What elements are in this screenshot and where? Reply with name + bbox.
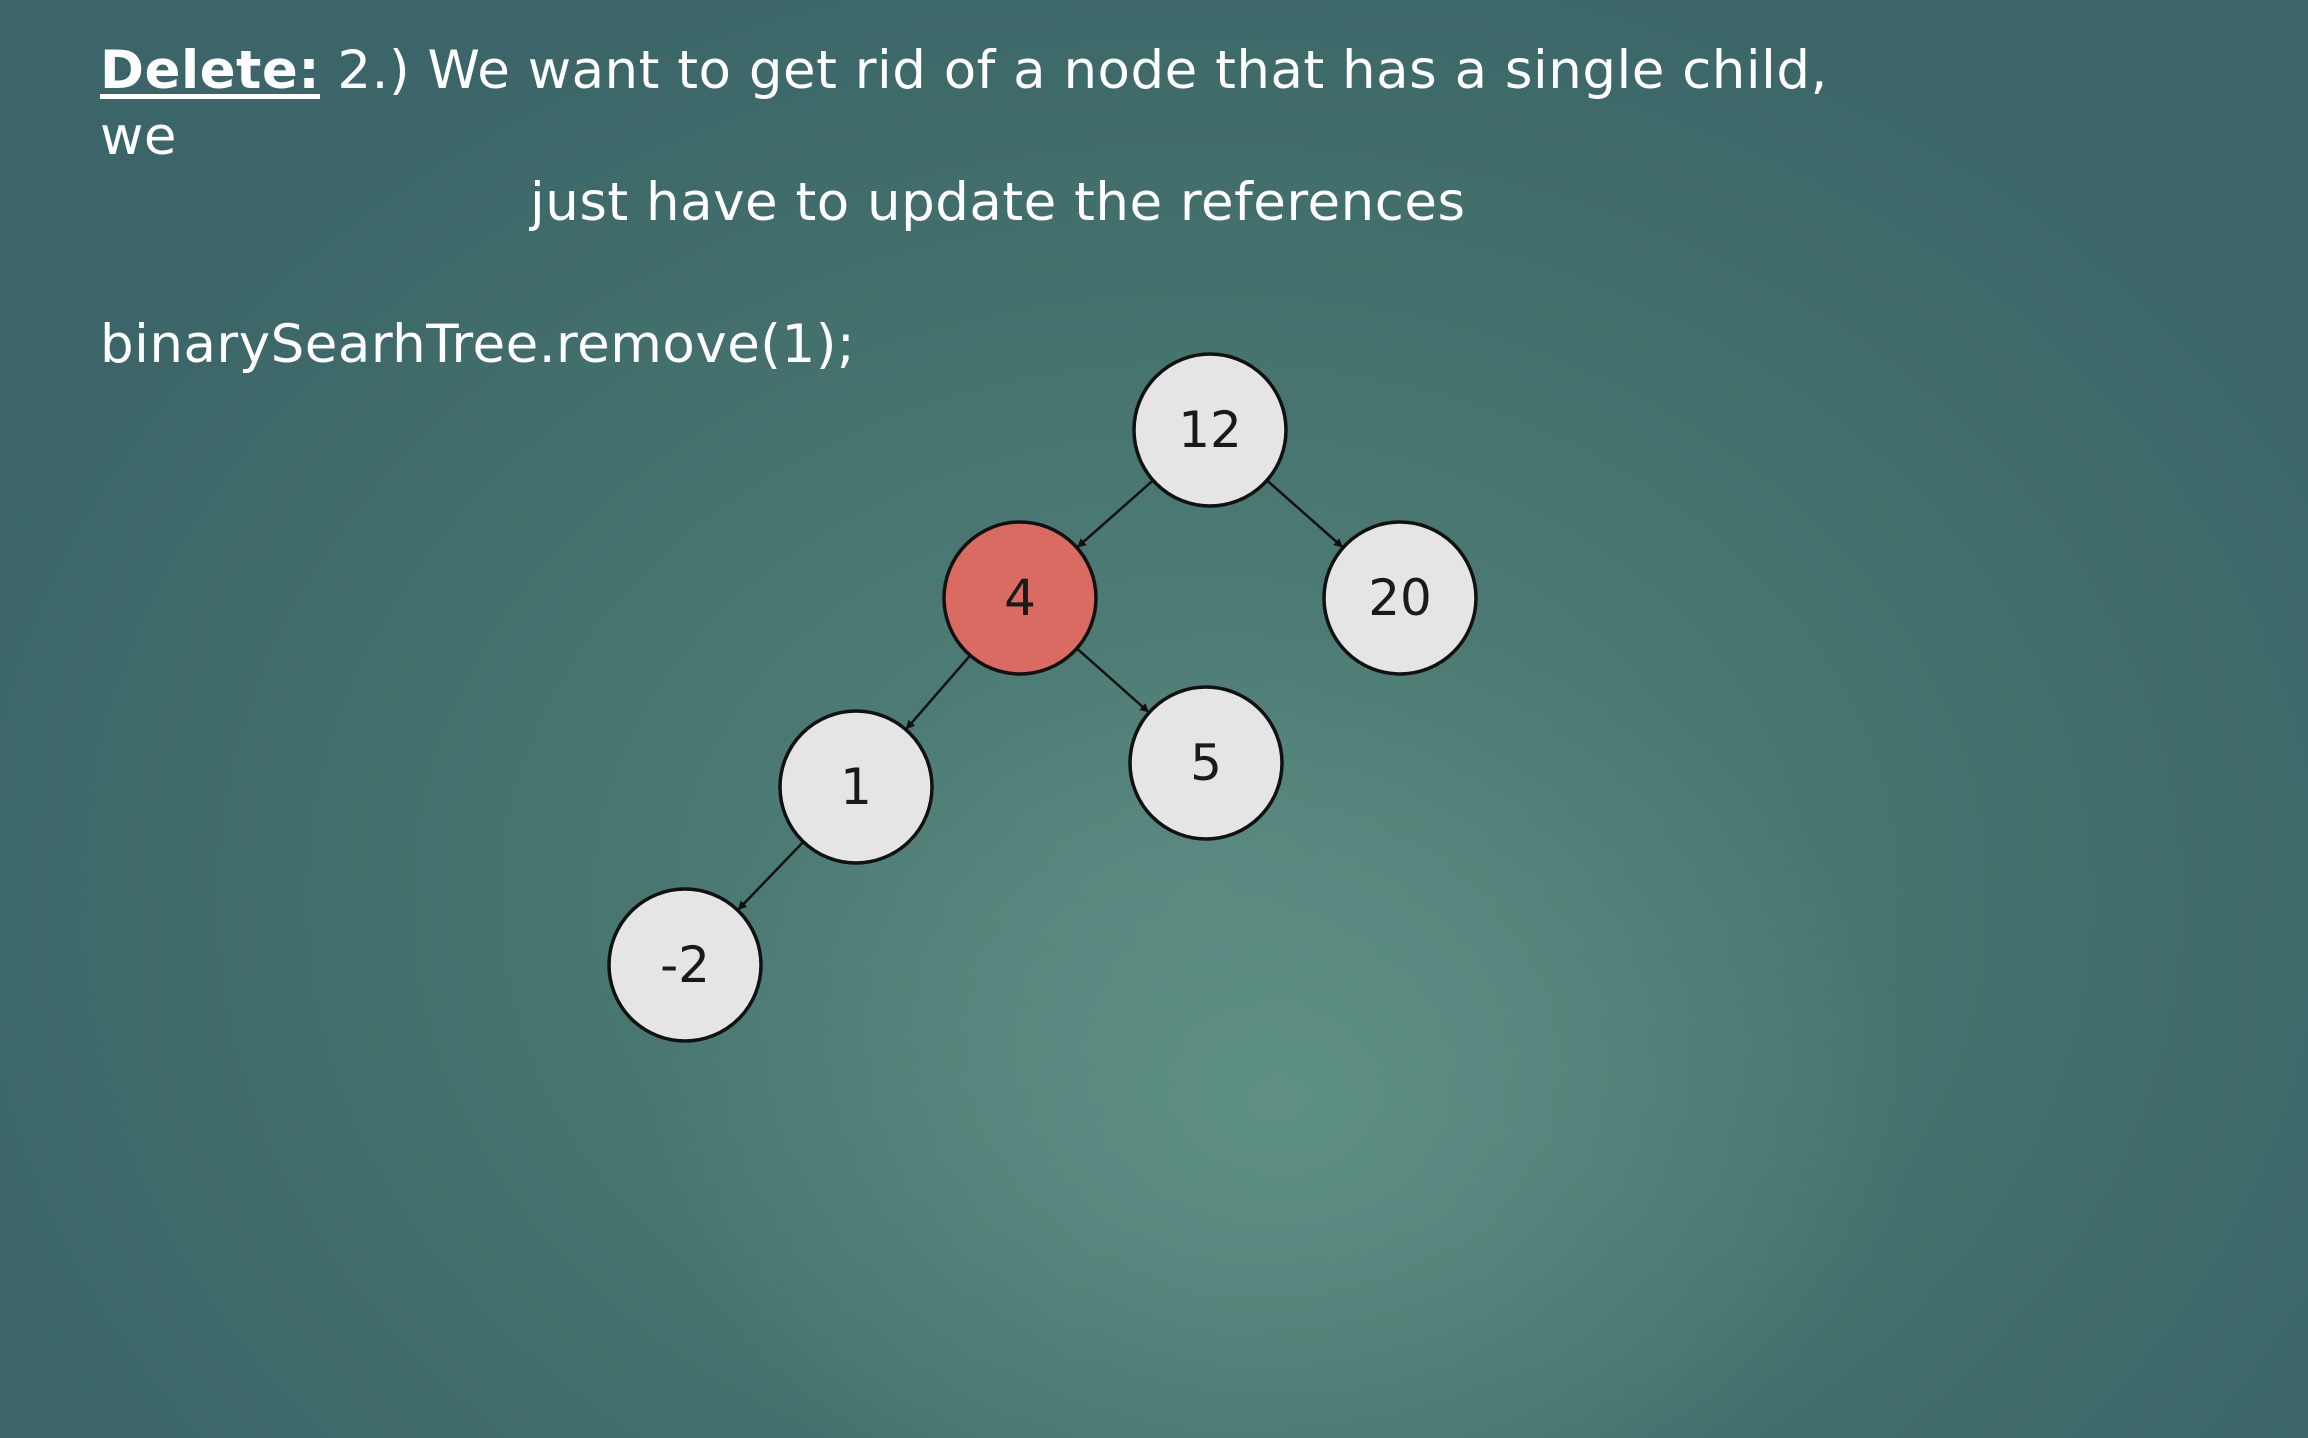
heading-keyword: Delete: [100, 40, 321, 101]
node-circle [1128, 685, 1284, 841]
node-circle [1132, 352, 1288, 508]
edge-n12-to-n4 [1076, 479, 1154, 548]
node-circle [607, 887, 763, 1043]
edge-n4-to-n5 [1076, 647, 1150, 713]
node-label: 20 [1368, 569, 1432, 627]
code-statement: binarySearhTree.remove(1); [100, 314, 856, 375]
tree-node-n12: 12 [1132, 352, 1288, 508]
edge-n12-to-n20 [1266, 479, 1344, 548]
tree-node-n5: 5 [1128, 685, 1284, 841]
tree-edges [737, 479, 1344, 911]
edge-n4-to-n1 [905, 654, 972, 730]
node-label: 1 [840, 758, 872, 816]
node-label: -2 [660, 936, 710, 994]
tree-nodes: 12 4 20 1 5 -2 [607, 352, 1478, 1043]
node-circle [942, 520, 1098, 676]
node-label: 12 [1178, 401, 1242, 459]
node-circle [1322, 520, 1478, 676]
edge-n1-to-nm2 [737, 840, 805, 911]
node-label: 5 [1190, 734, 1222, 792]
tree-node-n1: 1 [778, 709, 934, 865]
tree-node-n4-highlighted: 4 [942, 520, 1098, 676]
heading-line-2: just have to update the references [530, 172, 1466, 233]
node-label: 4 [1004, 569, 1036, 627]
node-circle [778, 709, 934, 865]
heading-line-1: 2.) We want to get rid of a node that ha… [100, 40, 1828, 167]
tree-node-n20: 20 [1322, 520, 1478, 676]
slide-heading: Delete: 2.) We want to get rid of a node… [100, 38, 1900, 236]
tree-node-nm2: -2 [607, 887, 763, 1043]
